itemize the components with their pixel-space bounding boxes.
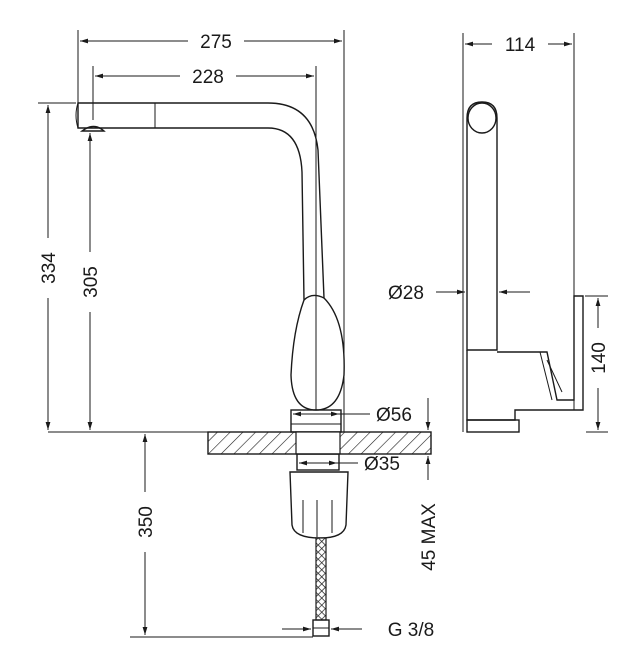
side-spout-tube (466, 101, 498, 351)
front-view (48, 102, 432, 637)
side-view (466, 101, 584, 433)
label-bg-228 (180, 64, 236, 86)
label-base-diameter: Ø56 (376, 405, 412, 426)
label-bg-305 (78, 252, 102, 312)
label-bg-140 (586, 328, 610, 388)
label-bg-350 (133, 492, 157, 552)
label-supply-length: 350 (136, 506, 157, 538)
label-bg-275 (188, 28, 244, 50)
label-spout-reach: 228 (192, 67, 224, 88)
label-pipe-diameter: Ø28 (388, 283, 424, 304)
label-connector-thread: G 3/8 (388, 620, 434, 641)
mounting-hole (295, 431, 341, 455)
label-overall-height: 334 (39, 252, 60, 284)
side-base (466, 419, 520, 433)
label-handle-height: 140 (589, 342, 610, 374)
label-overall-width: 275 (200, 32, 232, 53)
dimension-labels: 275 228 334 305 114 Ø28 140 Ø56 Ø35 350 … (39, 32, 610, 641)
mounting-shank (296, 453, 340, 471)
dimension-lines (36, 28, 610, 638)
spout-outline (77, 102, 345, 411)
label-spout-height: 305 (81, 266, 102, 298)
label-side-width: 114 (505, 35, 536, 56)
label-bg-114 (492, 32, 548, 54)
label-deck-thickness: 45 MAX (419, 503, 440, 571)
spout-nozzle (79, 125, 106, 132)
handle-lever (303, 294, 325, 301)
side-lever-detail (539, 296, 575, 410)
label-shank-diameter: Ø35 (364, 454, 400, 475)
nut-ribs (302, 500, 333, 537)
braided-hose (315, 537, 327, 621)
base-collar (290, 409, 342, 433)
spout-head-line (75, 102, 79, 129)
label-bg-334 (36, 238, 60, 298)
side-spout-cap (467, 102, 497, 134)
side-lever-body (466, 295, 584, 421)
fixing-nut (289, 471, 349, 539)
